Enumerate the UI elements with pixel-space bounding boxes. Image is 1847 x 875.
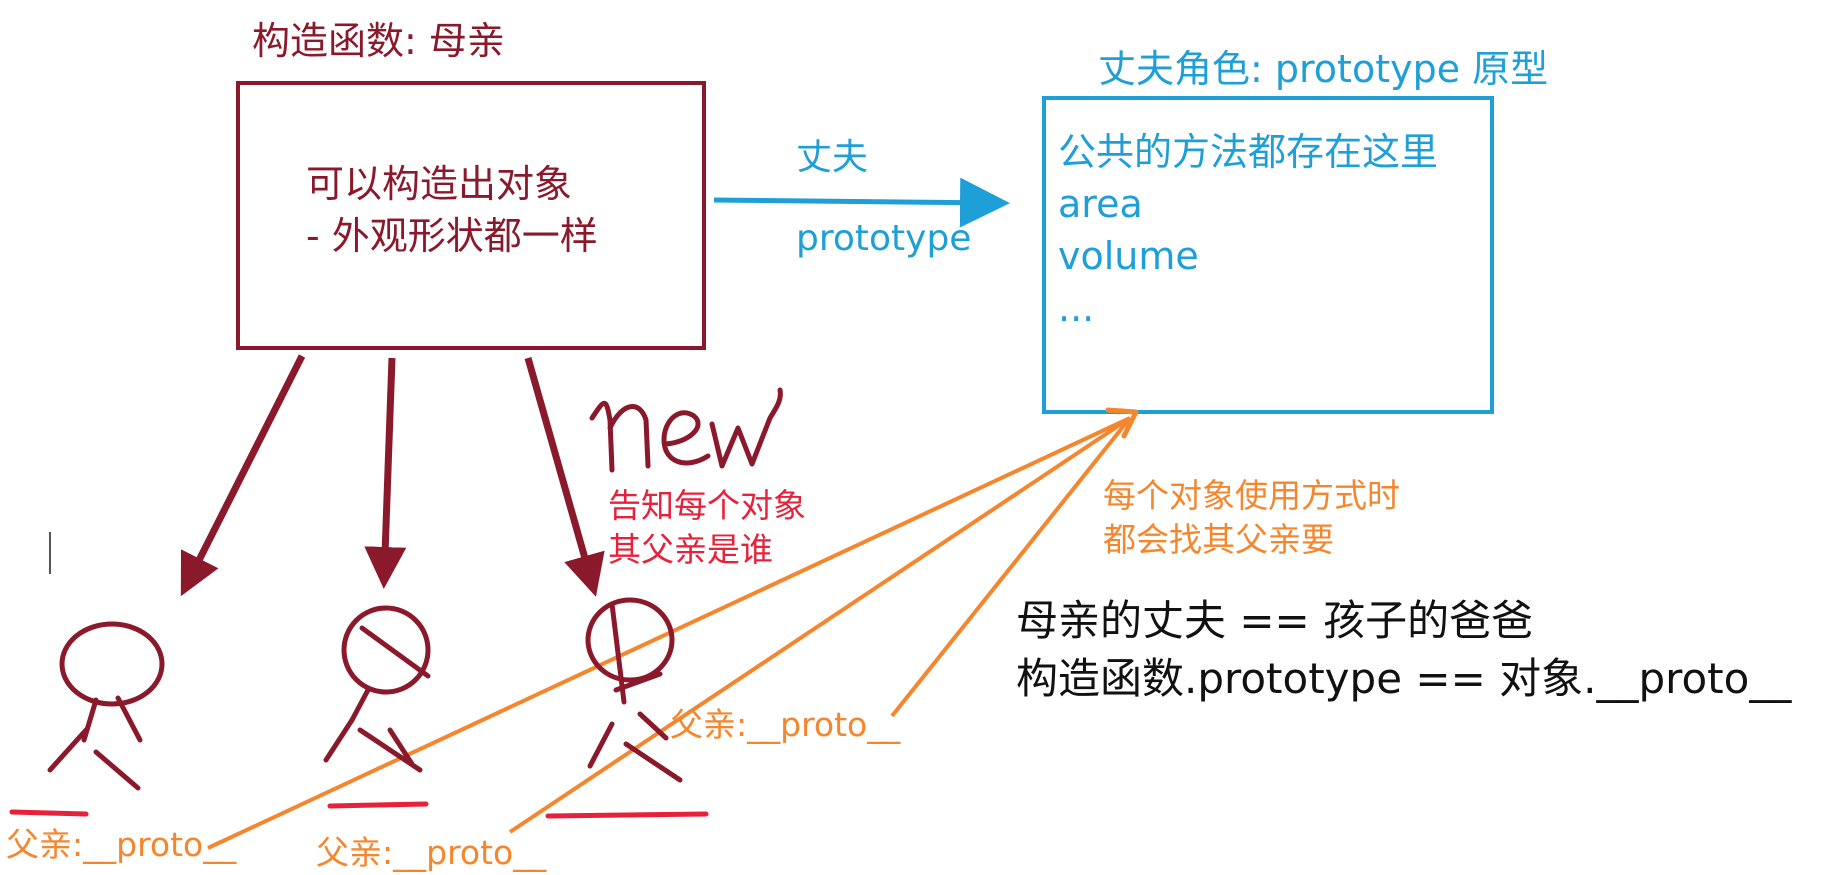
constructor-line-1: 可以构造出对象 (306, 162, 573, 206)
child-underline-3 (545, 811, 709, 819)
proto-arrow-3 (890, 416, 1132, 718)
prototype-title: 丈夫角色: prototype 原型 (1098, 47, 1549, 91)
prototype-line-2: area (1058, 182, 1143, 226)
constructor-line-2: - 外观形状都一样 (306, 214, 598, 258)
child-underline-2 (327, 801, 429, 809)
handwritten-new (589, 387, 783, 473)
formula-line-1: 母亲的丈夫 == 孩子的爸爸 (1016, 596, 1534, 645)
prototype-box (1042, 96, 1494, 414)
constructor-box (236, 81, 706, 350)
child-underline-1 (9, 809, 89, 817)
prototype-line-1: 公共的方法都存在这里 (1058, 130, 1439, 174)
child-figure-3 (585, 597, 683, 783)
prototype-line-4: ... (1058, 286, 1095, 330)
constructor-title: 构造函数: 母亲 (252, 19, 505, 63)
link-label-husband: 丈夫 (796, 137, 869, 178)
link-label-prototype: prototype (796, 218, 972, 259)
usage-note-line-2: 都会找其父亲要 (1103, 520, 1334, 559)
prototype-line-3: volume (1058, 234, 1199, 278)
child-label-2: 父亲:__proto__ (316, 833, 547, 872)
usage-note: 每个对象使用方式时 都会找其父亲要 (1103, 474, 1400, 562)
usage-note-line-1: 每个对象使用方式时 (1103, 476, 1400, 515)
child-label-3: 父亲:__proto__ (670, 705, 901, 744)
formula: 母亲的丈夫 == 孩子的爸爸 构造函数.prototype == 对象.__pr… (1016, 592, 1791, 708)
new-annotation-line-2: 其父亲是谁 (608, 530, 773, 569)
child-figure-1 (47, 621, 165, 791)
proto-arrow-head (1105, 407, 1139, 439)
child-label-1: 父亲:__proto__ (6, 825, 237, 864)
prototype-contents: 公共的方法都存在这里 area volume ... (1058, 126, 1438, 334)
ctor-arrow-3 (524, 357, 605, 597)
ctor-arrow-2 (364, 357, 407, 589)
formula-line-2: 构造函数.prototype == 对象.__proto__ (1016, 654, 1792, 703)
proto-arrow-2 (508, 416, 1132, 834)
ctor-arrow-1 (180, 354, 306, 597)
new-annotation-text: 告知每个对象 其父亲是谁 (608, 484, 806, 572)
new-annotation-line-1: 告知每个对象 (608, 486, 806, 525)
constructor-description: 可以构造出对象 - 外观形状都一样 (306, 158, 598, 262)
prototype-arrow (713, 177, 1010, 228)
child-figure-2 (323, 605, 431, 773)
